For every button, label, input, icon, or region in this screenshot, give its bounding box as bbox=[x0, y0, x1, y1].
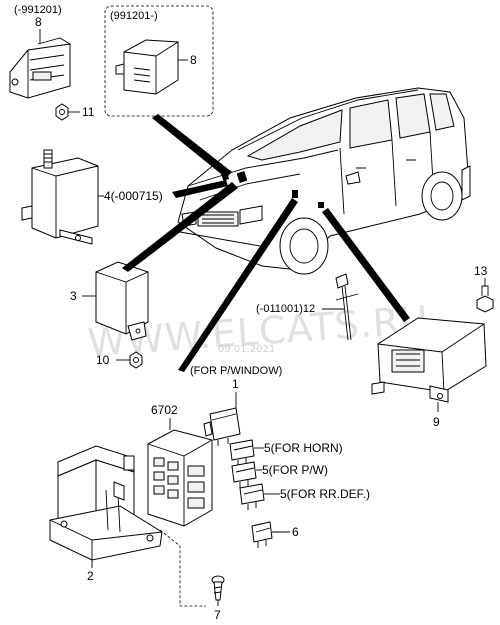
part-4-module bbox=[21, 149, 99, 245]
callout-11: 11 bbox=[82, 105, 95, 119]
part-6702-relay-box bbox=[147, 429, 213, 527]
callout-5-horn: 5(FOR HORN) bbox=[264, 441, 343, 455]
part-1-relay bbox=[203, 407, 241, 446]
part-5-relay-rrdef bbox=[239, 483, 265, 510]
callout-8-old: 8 bbox=[35, 15, 42, 29]
part-10-nut bbox=[129, 351, 143, 369]
part-7-bolt bbox=[211, 575, 225, 601]
callout-8-new-range: (991201-) bbox=[110, 10, 158, 22]
callout-1: 1 bbox=[232, 377, 239, 391]
dashed-link-7 bbox=[159, 529, 206, 607]
part-13-bolt bbox=[476, 285, 494, 313]
part-5-relay-pw bbox=[231, 461, 257, 488]
part-6-relay bbox=[251, 521, 273, 548]
callout-5-rrdef: 5(FOR RR.DEF.) bbox=[280, 487, 370, 501]
note-for-power-window: (FOR P/WINDOW) bbox=[190, 365, 282, 377]
callout-4: 4(-000715) bbox=[104, 189, 163, 203]
callout-12: (-011001)12 bbox=[256, 303, 315, 315]
pointer-stripe-3 bbox=[122, 182, 238, 272]
callout-8-old-range: (-991201) bbox=[14, 4, 62, 16]
part-11-nut bbox=[55, 103, 69, 121]
pointer-stripe-9 bbox=[322, 208, 410, 322]
part-9-airbag-module bbox=[371, 317, 487, 403]
part-3-module bbox=[95, 261, 149, 341]
part-8-old-module bbox=[9, 37, 71, 99]
part-12-sensor bbox=[335, 273, 359, 341]
part-2-bracket bbox=[49, 445, 163, 561]
callout-6702: 6702 bbox=[151, 403, 178, 417]
part-5-relay-horn bbox=[229, 439, 255, 466]
callout-5-pw: 5(FOR P/W) bbox=[262, 463, 328, 477]
callout-9: 9 bbox=[433, 415, 440, 429]
vehicle-suv bbox=[177, 87, 471, 275]
callout-6: 6 bbox=[292, 525, 299, 539]
callout-13: 13 bbox=[474, 264, 488, 278]
callout-7: 7 bbox=[214, 608, 221, 622]
callout-2: 2 bbox=[87, 569, 94, 583]
part-8-new-module bbox=[115, 39, 179, 95]
watermark-date: 09.01.2021 bbox=[218, 344, 275, 355]
callout-10: 10 bbox=[96, 353, 110, 367]
callout-3: 3 bbox=[70, 289, 77, 303]
pointer-stripe-8 bbox=[152, 114, 232, 178]
callout-8-new: 8 bbox=[190, 53, 197, 67]
pointer-stripe-4 bbox=[172, 180, 228, 198]
pointer-stripe-1 bbox=[178, 198, 298, 372]
